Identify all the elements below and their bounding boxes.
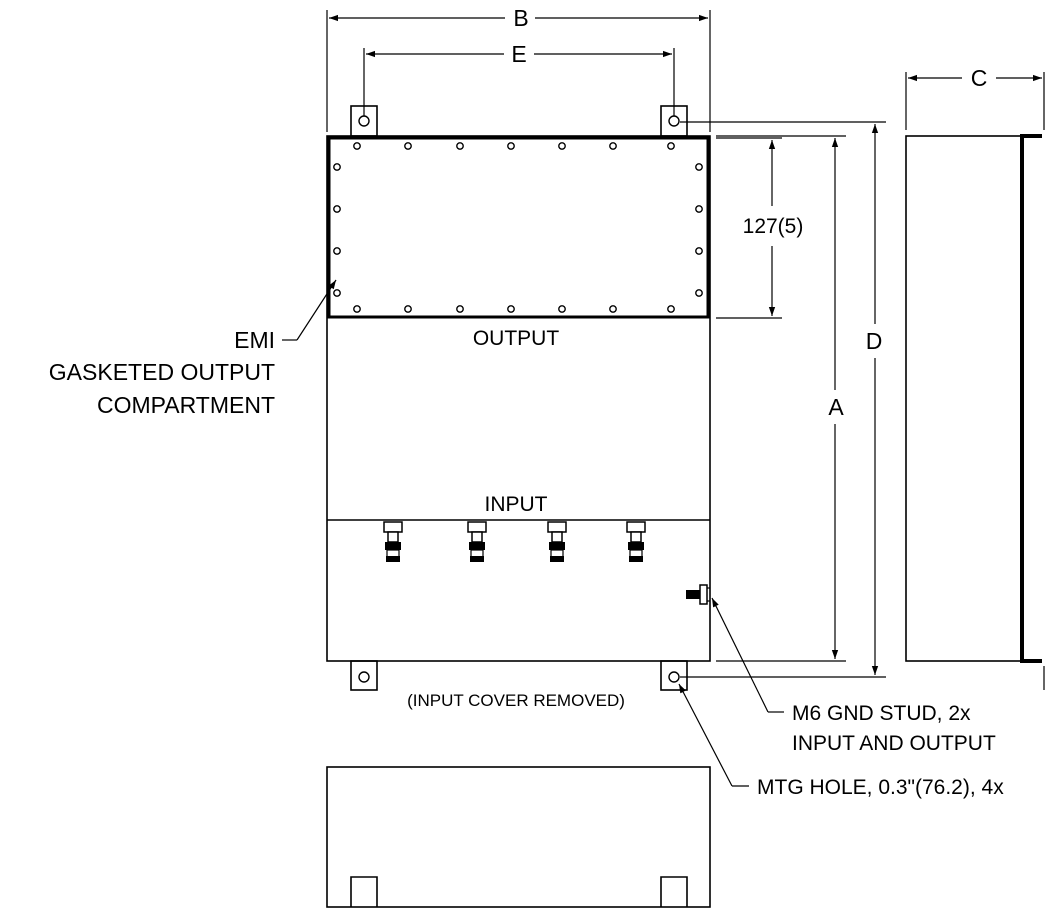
input-terminals	[383, 521, 646, 562]
mounting-hole-top-left	[358, 115, 370, 127]
terminal-1	[383, 521, 403, 562]
bottom-mounting-tabs	[350, 660, 688, 691]
dimension-d-label: D	[866, 328, 883, 354]
terminal-4	[626, 521, 646, 562]
dimension-d: D	[680, 121, 886, 678]
dimension-cover-label: 127(5)	[743, 215, 804, 238]
mounting-hole-callout: MTG HOLE, 0.3"(76.2), 4x	[678, 683, 1004, 799]
bottom-view-tab-right	[660, 876, 688, 907]
dimension-a-label: A	[828, 394, 844, 420]
dimension-b-label: B	[513, 5, 528, 31]
mounting-hole-top-right	[668, 115, 680, 127]
output-cover-gasket	[327, 136, 710, 319]
bottom-view-tab-left	[350, 876, 378, 907]
ground-stud-callout-line1: M6 GND STUD, 2x	[792, 702, 971, 725]
dimension-c-label: C	[971, 65, 988, 91]
enclosure-front-view	[326, 135, 711, 662]
dimension-cover-height: 127(5)	[716, 137, 804, 319]
output-label: OUTPUT	[473, 327, 560, 350]
ground-stud	[686, 584, 710, 605]
dimension-a: A	[716, 135, 846, 662]
dimension-b: B	[326, 5, 711, 132]
emi-callout-line2: GASKETED OUTPUT	[49, 359, 275, 385]
mounting-hole-bottom-right	[668, 671, 680, 683]
emi-callout: EMI GASKETED OUTPUT COMPARTMENT	[49, 279, 337, 418]
bottom-view-outline	[326, 766, 711, 908]
emi-callout-line1: EMI	[234, 327, 275, 353]
mounting-tab-bottom-left	[350, 660, 378, 691]
enclosure-outline	[326, 135, 711, 662]
terminal-2	[467, 521, 487, 562]
mounting-hole-callout-text: MTG HOLE, 0.3"(76.2), 4x	[757, 776, 1004, 799]
terminal-3	[547, 521, 567, 562]
mounting-tab-bottom-right	[660, 660, 688, 691]
dimension-e: E	[363, 41, 675, 118]
input-label: INPUT	[485, 493, 548, 516]
input-cover-removed-note: (INPUT COVER REMOVED)	[407, 691, 625, 710]
mounting-hole-bottom-left	[358, 671, 370, 683]
enclosure-side-view: C	[905, 65, 1045, 690]
emi-callout-line3: COMPARTMENT	[97, 392, 275, 418]
enclosure-bottom-view	[326, 766, 711, 908]
dimension-e-label: E	[511, 41, 526, 67]
cover-screws	[333, 142, 703, 313]
ground-stud-callout: M6 GND STUD, 2x INPUT AND OUTPUT	[711, 597, 996, 755]
side-view-outline	[905, 135, 1022, 662]
top-mounting-tabs	[350, 105, 688, 137]
ground-stud-callout-line2: INPUT AND OUTPUT	[792, 732, 996, 755]
